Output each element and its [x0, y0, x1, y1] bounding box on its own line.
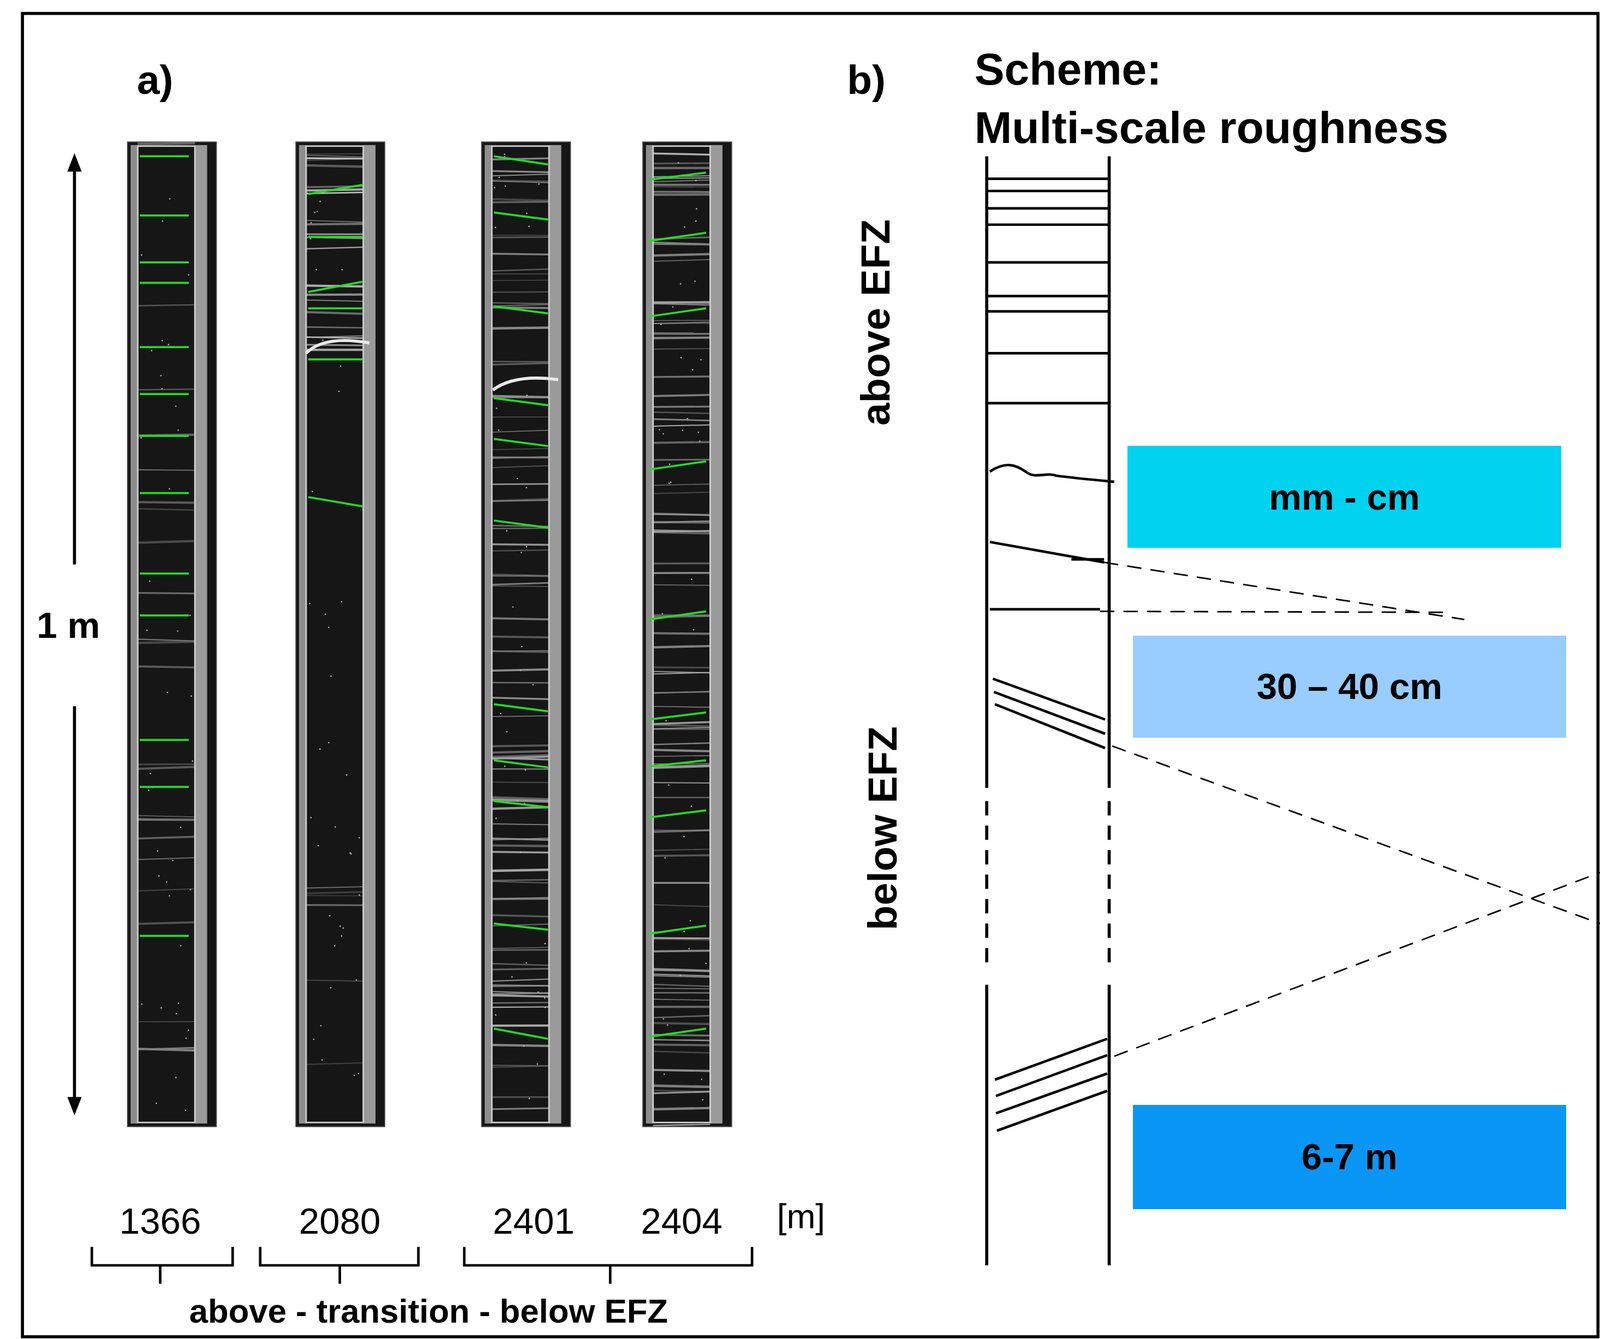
bedding-trace	[648, 760, 707, 767]
bedding-trace	[648, 172, 707, 180]
bedding-trace	[308, 497, 363, 507]
scale-box: 30 – 40 cm	[1132, 635, 1567, 738]
figure-label: Scheme:	[974, 44, 1162, 95]
bedding-trace	[493, 520, 548, 528]
scale-text: mm - cm	[1268, 476, 1420, 518]
bedding-trace	[139, 934, 189, 937]
roughness-scheme	[986, 156, 1600, 1266]
bedding-trace	[308, 358, 363, 361]
bedding-trace	[139, 614, 189, 617]
core-image	[642, 141, 732, 1127]
bedding-trace	[493, 1028, 548, 1040]
bedding-trace	[493, 801, 548, 808]
depth-brackets	[91, 1246, 752, 1284]
figure-label: Multi-scale roughness	[974, 102, 1449, 153]
frame	[22, 13, 1598, 1337]
bedding-trace	[139, 785, 189, 788]
bedding-trace	[139, 392, 189, 396]
bedding-trace	[139, 434, 189, 438]
bedding-trace	[648, 233, 707, 242]
bedding-trace	[648, 712, 707, 720]
bedding-trace	[493, 438, 548, 446]
bedding-trace	[493, 306, 548, 314]
bedding-trace	[648, 611, 707, 620]
bedding-trace	[493, 704, 548, 712]
figure-label: 1 m	[36, 605, 100, 646]
bedding-trace	[139, 281, 189, 284]
bedding-trace	[648, 1028, 707, 1037]
scale-box: 6-7 m	[1132, 1105, 1567, 1210]
bedding-trace	[308, 307, 363, 310]
figure-label: 2080	[299, 1201, 381, 1242]
core-image	[127, 141, 217, 1127]
bedding-trace	[139, 738, 189, 742]
bedding-trace	[493, 760, 548, 768]
bedding-trace	[139, 155, 189, 158]
bedding-trace	[493, 212, 548, 220]
bedding-trace	[308, 184, 363, 195]
figure-label: 2401	[492, 1201, 575, 1242]
bedding-trace	[493, 923, 548, 930]
zone-label: above EFZ	[852, 219, 898, 426]
bedding-trace	[139, 345, 189, 349]
core-images	[127, 141, 732, 1127]
bedding-trace	[493, 398, 548, 406]
bedding-trace	[648, 810, 707, 818]
bedding-trace	[648, 308, 707, 317]
scale-text: 30 – 40 cm	[1256, 666, 1443, 707]
bedding-trace	[139, 572, 189, 575]
figure-label: 2404	[640, 1201, 723, 1242]
figure-label: [m]	[777, 1197, 826, 1236]
core-image	[481, 141, 571, 1127]
bedding-trace	[308, 281, 363, 292]
zone-label: below EFZ	[860, 726, 905, 931]
bedding-trace	[648, 925, 707, 934]
figure-label: 1366	[119, 1201, 202, 1242]
bedding-trace	[493, 156, 548, 165]
scale-box: mm - cm	[1127, 445, 1562, 548]
bedding-trace	[139, 492, 189, 495]
bedding-trace	[308, 235, 363, 238]
figure-label: b)	[846, 57, 886, 103]
bedding-trace	[648, 461, 707, 470]
scale-text: 6-7 m	[1301, 1136, 1398, 1178]
bedding-trace	[139, 214, 189, 217]
figure-label: above - transition - below EFZ	[189, 1292, 668, 1330]
core-image	[295, 141, 385, 1127]
bedding-trace	[139, 261, 189, 264]
figure-label: a)	[136, 57, 174, 103]
